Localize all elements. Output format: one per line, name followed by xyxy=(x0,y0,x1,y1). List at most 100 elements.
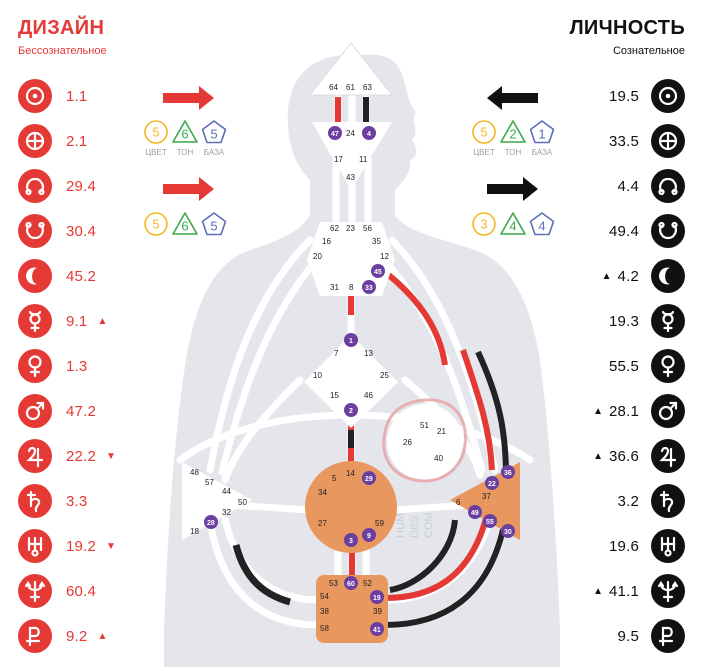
pluto-icon xyxy=(651,619,685,653)
design-bottom-tone-badge: 6 xyxy=(171,210,199,238)
personality-row-sun: 19.5 xyxy=(603,78,685,114)
personality-gate-value: 28.1 xyxy=(609,402,639,420)
throat-center xyxy=(307,222,395,296)
svg-text:5: 5 xyxy=(332,474,337,483)
personality-gate-value: 9.5 xyxy=(617,627,639,645)
svg-text:10: 10 xyxy=(313,371,322,380)
sacral-center xyxy=(305,461,397,553)
personality-gate-value: 19.5 xyxy=(609,87,639,105)
moon-icon xyxy=(651,259,685,293)
personality-gate-value: 3.2 xyxy=(617,492,639,510)
svg-text:4: 4 xyxy=(509,219,516,234)
design-row-venus: 1.3 xyxy=(18,348,97,384)
svg-text:14: 14 xyxy=(346,469,355,478)
mercury-icon xyxy=(651,304,685,338)
design-row-sun: 1.1 xyxy=(18,78,97,114)
svg-text:50: 50 xyxy=(238,498,247,507)
saturn-icon xyxy=(651,484,685,518)
design-arrow-bottom xyxy=(163,177,214,201)
svg-text:21: 21 xyxy=(437,427,446,436)
svg-text:45: 45 xyxy=(374,269,382,276)
personality-row-south-node: 49.4 xyxy=(603,213,685,249)
svg-text:4: 4 xyxy=(367,131,371,138)
ego-center xyxy=(387,404,463,480)
svg-text:5: 5 xyxy=(152,125,159,140)
svg-text:20: 20 xyxy=(313,252,322,261)
design-top-base-badge: 5 xyxy=(200,118,228,146)
svg-text:3: 3 xyxy=(480,217,487,232)
svg-text:46: 46 xyxy=(364,391,373,400)
svg-text:54: 54 xyxy=(320,592,329,601)
svg-text:34: 34 xyxy=(318,488,327,497)
personality-subtitle: Сознательное xyxy=(612,45,685,57)
svg-text:26: 26 xyxy=(403,438,412,447)
design-gate-value: 47.2 xyxy=(66,402,96,420)
svg-text:38: 38 xyxy=(320,607,329,616)
personality-row-neptune: ▲41.1 xyxy=(593,573,685,609)
design-top-tone-badge: 6 xyxy=(171,118,199,146)
personality-gate-value: 49.4 xyxy=(609,222,639,240)
svg-text:51: 51 xyxy=(420,421,429,430)
personality-row-saturn: 3.2 xyxy=(612,483,685,519)
svg-text:31: 31 xyxy=(330,283,339,292)
south-node-icon xyxy=(18,214,52,248)
watermark: HUM DES COM xyxy=(395,512,435,538)
svg-text:13: 13 xyxy=(364,349,373,358)
design-gate-value: 1.1 xyxy=(66,87,88,105)
personality-gate-value: 41.1 xyxy=(609,582,639,600)
personality-top-base-badge: 1 xyxy=(528,118,556,146)
saturn-icon xyxy=(18,484,52,518)
personality-top-tone-badge: 2 xyxy=(499,118,527,146)
svg-text:27: 27 xyxy=(318,519,327,528)
svg-text:9: 9 xyxy=(367,533,371,540)
svg-text:61: 61 xyxy=(346,83,355,92)
svg-text:41: 41 xyxy=(373,627,381,634)
svg-text:35: 35 xyxy=(372,237,381,246)
design-gate-value: 30.4 xyxy=(66,222,96,240)
svg-text:40: 40 xyxy=(434,454,443,463)
svg-text:5: 5 xyxy=(152,217,159,232)
design-row-earth: 2.1 xyxy=(18,123,97,159)
design-gate-value: 9.1 xyxy=(66,312,88,330)
neptune-icon xyxy=(651,574,685,608)
personality-row-venus: 55.5 xyxy=(603,348,685,384)
svg-text:58: 58 xyxy=(320,624,329,633)
personality-bottom-color-badge: 3 xyxy=(470,210,498,238)
personality-gate-value: 33.5 xyxy=(609,132,639,150)
personality-row-pluto: 9.5 xyxy=(612,618,685,654)
svg-text:29: 29 xyxy=(365,476,373,483)
svg-text:52: 52 xyxy=(363,579,372,588)
svg-text:2: 2 xyxy=(509,127,516,142)
svg-text:6: 6 xyxy=(181,219,188,234)
moon-icon xyxy=(18,259,52,293)
design-row-neptune: 60.4 xyxy=(18,573,106,609)
earth-icon xyxy=(18,124,52,158)
svg-text:17: 17 xyxy=(334,155,343,164)
svg-text:1: 1 xyxy=(538,127,545,142)
svg-text:55: 55 xyxy=(486,519,494,526)
g-center xyxy=(304,335,398,428)
personality-gate-value: 55.5 xyxy=(609,357,639,375)
svg-text:44: 44 xyxy=(222,487,231,496)
spleen-center xyxy=(182,462,252,540)
design-subtitle: Бессознательное xyxy=(18,45,107,57)
personality-gate-value: 4.4 xyxy=(617,177,639,195)
svg-text:64: 64 xyxy=(329,83,338,92)
svg-text:63: 63 xyxy=(363,83,372,92)
svg-text:HUM: HUM xyxy=(395,513,407,538)
svg-text:19: 19 xyxy=(373,595,381,602)
root-center xyxy=(316,575,388,643)
svg-text:DES: DES xyxy=(409,515,421,538)
design-row-saturn: 3.3 xyxy=(18,483,97,519)
variable-label-base: БАЗА xyxy=(531,148,553,157)
svg-text:60: 60 xyxy=(347,581,355,588)
svg-text:47: 47 xyxy=(331,131,339,138)
svg-text:49: 49 xyxy=(471,510,479,517)
variable-label-tone: ТОН xyxy=(176,148,194,157)
personality-gate-value: 19.3 xyxy=(609,312,639,330)
svg-text:53: 53 xyxy=(329,579,338,588)
mars-icon xyxy=(18,394,52,428)
mercury-icon xyxy=(18,304,52,338)
design-gate-value: 22.2 xyxy=(66,447,96,465)
svg-text:28: 28 xyxy=(207,520,215,527)
